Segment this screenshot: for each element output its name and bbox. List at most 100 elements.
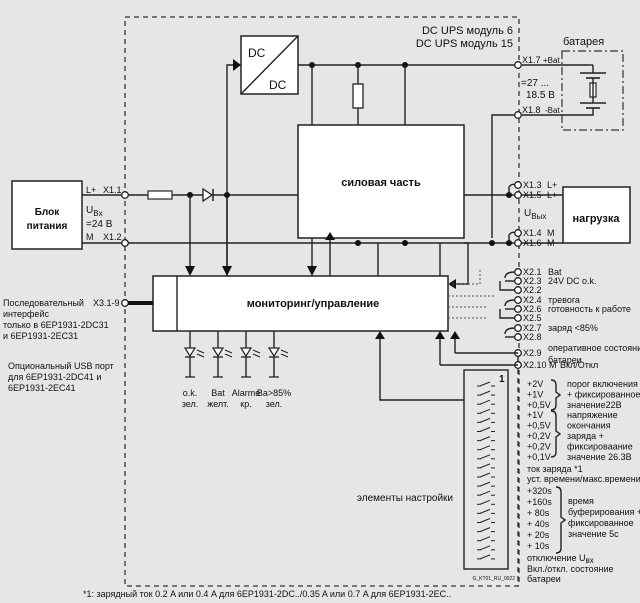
output-voltage-label: UВых <box>524 208 546 221</box>
serial-text-3: только в 6EP1931-2DC31 <box>3 320 109 330</box>
arrow-icon <box>375 331 385 339</box>
dip-switch[interactable] <box>477 545 495 551</box>
terminal-x16[interactable] <box>514 239 522 247</box>
settings-text: + 10s <box>527 541 550 551</box>
dip-switch-marker: 1 <box>499 374 505 385</box>
terminal-x11-label: X1.1 <box>103 185 122 195</box>
dip-switch[interactable] <box>477 399 495 405</box>
terminal-desc: заряд <85% <box>548 323 598 333</box>
signal-terminal[interactable]: X2.5 <box>514 313 542 323</box>
battery-block: батарея <box>522 36 624 131</box>
monitoring-block <box>152 275 449 332</box>
settings-text: +320s <box>527 486 552 496</box>
terminal-x15[interactable] <box>514 191 522 199</box>
terminal-x12[interactable] <box>121 239 129 247</box>
settings-text: + 80s <box>527 508 550 518</box>
dip-switch[interactable] <box>477 463 495 469</box>
led-color: зел. <box>266 399 282 409</box>
signal-terminal[interactable]: X2.8 <box>514 332 542 342</box>
dip-switch[interactable] <box>477 518 495 523</box>
diode-icon <box>202 187 214 203</box>
terminal-id: X2.2 <box>523 285 542 295</box>
power-part-block <box>297 124 465 239</box>
terminal-id: X2.8 <box>523 332 542 342</box>
terminal-x16-label: X1.6 <box>523 238 542 248</box>
settings-text: + 40s <box>527 519 550 529</box>
settings-text: фиксированное <box>568 518 634 528</box>
dip-switch[interactable] <box>477 527 495 533</box>
module-title-1: DC UPS модуль 6 <box>422 25 513 37</box>
settings-text: +0,1V <box>527 452 551 462</box>
terminal-x13[interactable] <box>514 181 522 189</box>
led-3: Ba>85%зел. <box>257 331 291 409</box>
dip-switch[interactable] <box>477 536 495 542</box>
module-title-2: DC UPS модуль 15 <box>416 38 513 50</box>
dip-switch[interactable] <box>477 472 495 478</box>
dip-switch[interactable] <box>477 408 495 414</box>
terminal-x14-desc: M <box>547 228 555 238</box>
power-supply-label-2: питания <box>27 221 68 232</box>
dip-switch[interactable] <box>477 445 495 451</box>
led-icon <box>239 347 253 358</box>
led-color: зел. <box>182 399 198 409</box>
dip-switch[interactable] <box>477 436 495 442</box>
settings-text: время <box>568 496 594 506</box>
input-m: M <box>86 232 94 242</box>
dip-switch-bank[interactable] <box>463 369 509 570</box>
dip-switch[interactable] <box>477 499 495 505</box>
terminal-id: X2.1 <box>523 267 542 277</box>
input-lplus: L+ <box>86 185 96 195</box>
settings-label: элементы настройки <box>357 493 453 504</box>
terminal-x31-9[interactable] <box>121 299 129 307</box>
led-icon <box>267 347 281 358</box>
dip-switch[interactable] <box>477 390 495 396</box>
settings-text: значение 5с <box>568 529 619 539</box>
power-part-label: силовая часть <box>341 177 421 189</box>
terminal-id: X2.9 <box>523 348 542 358</box>
settings-text: + 20s <box>527 530 550 540</box>
dip-switch[interactable] <box>477 554 495 560</box>
arrow-icon <box>222 266 232 276</box>
settings-text: порог включения <box>567 379 638 389</box>
power-supply-block <box>11 180 83 250</box>
resistor <box>352 83 364 109</box>
dip-switch[interactable] <box>477 454 495 460</box>
settings-text: +1V <box>527 410 543 420</box>
usb-text-3: 6EP1931-2EC41 <box>8 383 76 393</box>
dcdc-label-top: DC <box>248 46 266 60</box>
terminal-x17[interactable] <box>514 61 522 69</box>
dip-switch[interactable] <box>477 508 495 514</box>
terminal-x14[interactable] <box>514 229 522 237</box>
serial-terminal-label: X3.1-9 <box>93 298 120 308</box>
led-label: o.k. <box>183 388 198 398</box>
terminal-x15-desc: L+ <box>547 190 557 200</box>
dip-switch[interactable] <box>477 381 495 387</box>
terminal-x16-desc: M <box>547 238 555 248</box>
settings-text: заряда + <box>567 431 604 441</box>
terminal-desc: готовность к работе <box>548 304 631 314</box>
settings-text: батареи <box>527 574 561 584</box>
dip-switch[interactable] <box>477 417 495 423</box>
led-icon <box>211 347 225 358</box>
terminal-x17-desc: +Bat <box>543 56 560 65</box>
terminal-x18[interactable] <box>514 111 522 119</box>
signal-terminal[interactable]: X2.2 <box>514 285 542 295</box>
dip-switch[interactable] <box>477 490 495 496</box>
drawing-code: G_KT01_RU_0022 <box>472 576 515 582</box>
serial-text-2: интерфейс <box>3 309 49 319</box>
terminal-x11[interactable] <box>121 191 129 199</box>
load-label: нагрузка <box>573 213 621 225</box>
monitoring-label: мониторинг/управление <box>247 298 380 310</box>
dip-switch[interactable] <box>477 481 495 487</box>
settings-text: +0,5V <box>527 421 551 431</box>
settings-text: значение 26.3В <box>567 452 632 462</box>
settings-text: Вкл./откл. состояние <box>527 564 614 574</box>
dip-switch[interactable] <box>477 427 495 432</box>
settings-text: +0,5V <box>527 400 551 410</box>
settings-text: +160s <box>527 497 552 507</box>
